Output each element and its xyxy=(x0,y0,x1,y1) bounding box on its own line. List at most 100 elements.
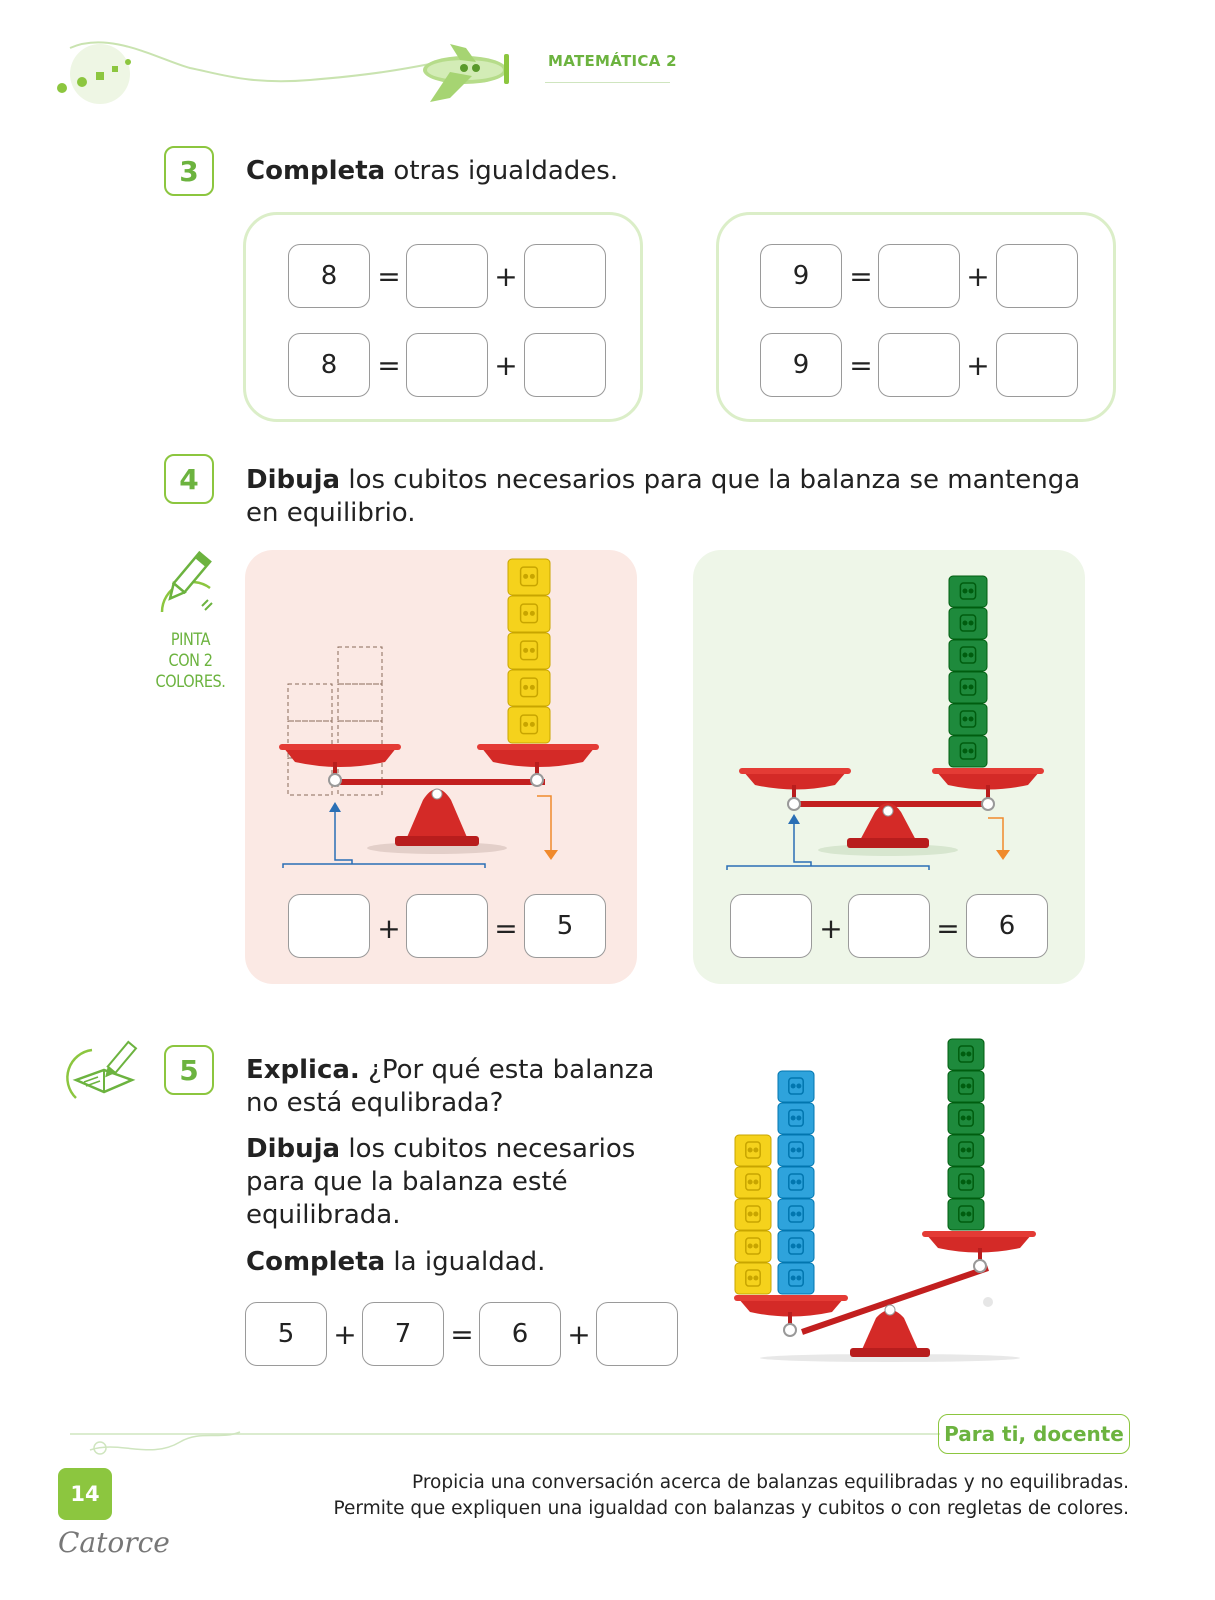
exercise-5-question: Explica. ¿Por qué esta balanza no está e… xyxy=(246,1054,686,1120)
given-number-box: 5 xyxy=(245,1302,327,1366)
exercise-4-text: los cubitos necesarios para que la balan… xyxy=(246,465,1081,528)
answer-box[interactable] xyxy=(878,244,960,308)
answer-box[interactable] xyxy=(878,333,960,397)
header-decoration xyxy=(57,41,509,104)
given-number-box: 7 xyxy=(362,1302,444,1366)
balance-scale-left xyxy=(279,558,599,868)
exercise-5-complete-text: la igualdad. xyxy=(385,1247,546,1277)
given-number-box: 8 xyxy=(288,244,370,308)
cube xyxy=(947,1070,985,1103)
cube xyxy=(777,1134,815,1167)
given-number-box: 9 xyxy=(760,333,842,397)
cube xyxy=(734,1230,772,1263)
cube xyxy=(948,703,988,736)
cube xyxy=(948,735,988,768)
cube xyxy=(777,1166,815,1199)
equals-sign: = xyxy=(377,260,401,293)
airplane-icon xyxy=(423,44,509,102)
cube xyxy=(734,1198,772,1231)
cube xyxy=(777,1198,815,1231)
addend-box[interactable] xyxy=(288,894,370,958)
pencil-icon xyxy=(160,550,213,613)
addend-box[interactable] xyxy=(406,894,488,958)
cube xyxy=(777,1102,815,1135)
equals-sign: = xyxy=(450,1318,474,1351)
teacher-note-line-2: Permite que expliquen una igualdad con b… xyxy=(333,1498,1129,1519)
plus-sign: + xyxy=(494,349,518,382)
given-number-box: 8 xyxy=(288,333,370,397)
cube xyxy=(948,639,988,672)
exercise-3-number: 3 xyxy=(164,146,214,196)
cube xyxy=(507,706,551,744)
plus-sign: + xyxy=(377,912,401,945)
plus-sign: + xyxy=(333,1318,357,1351)
exercise-3-instruction: Completa otras igualdades. xyxy=(246,155,618,188)
teacher-note-line-1: Propicia una conversación acerca de bala… xyxy=(412,1472,1129,1493)
exercise-4-instruction: Dibuja los cubitos necesarios para que l… xyxy=(246,464,1106,530)
yellow-cube-tower xyxy=(507,558,551,744)
answer-box[interactable] xyxy=(996,333,1078,397)
answer-box[interactable] xyxy=(524,333,606,397)
result-box: 6 xyxy=(966,894,1048,958)
answer-box[interactable] xyxy=(596,1302,678,1366)
cube xyxy=(947,1198,985,1231)
page-number-word: Catorce xyxy=(58,1526,170,1559)
exercise-5-question-text: ¿Por qué esta balanza no está equlibrada… xyxy=(246,1055,655,1118)
exercise-4-number: 4 xyxy=(164,454,214,504)
answer-box[interactable] xyxy=(524,244,606,308)
cube xyxy=(947,1134,985,1167)
exercise-3-verb: Completa xyxy=(246,156,386,186)
plus-sign: + xyxy=(819,912,843,945)
writing-notebook-icon xyxy=(66,1040,138,1099)
cube xyxy=(507,558,551,596)
cube xyxy=(507,595,551,633)
exercise-5-draw: Dibuja los cubitos necesarios para que l… xyxy=(246,1133,666,1232)
teacher-note-label: Para ti, docente xyxy=(938,1414,1130,1454)
cube xyxy=(777,1230,815,1263)
given-number-box: 9 xyxy=(760,244,842,308)
cube xyxy=(948,607,988,640)
cube xyxy=(507,632,551,670)
balance-scale-right xyxy=(726,575,1044,870)
equals-sign: = xyxy=(936,912,960,945)
paint-note: PINTA CON 2 COLORES. xyxy=(155,630,226,692)
green-cube-tower xyxy=(948,575,988,768)
answer-box[interactable] xyxy=(996,244,1078,308)
equals-sign: = xyxy=(849,349,873,382)
exercise-5-complete: Completa la igualdad. xyxy=(246,1246,545,1279)
header-rule xyxy=(545,82,670,83)
plus-sign: + xyxy=(966,349,990,382)
cube xyxy=(777,1262,815,1295)
cube xyxy=(734,1134,772,1167)
exercise-5-number: 5 xyxy=(164,1045,214,1095)
exercise-5-verb-completa: Completa xyxy=(246,1247,386,1277)
footer-decoration xyxy=(70,1431,940,1455)
addend-box[interactable] xyxy=(848,894,930,958)
cube xyxy=(948,671,988,704)
exercise-5-verb-dibuja: Dibuja xyxy=(246,1134,341,1164)
addend-box[interactable] xyxy=(730,894,812,958)
equals-sign: = xyxy=(849,260,873,293)
yellow-cube-tower xyxy=(734,1134,772,1295)
plus-sign: + xyxy=(966,260,990,293)
exercise-5-verb-explica: Explica. xyxy=(246,1055,360,1085)
equals-sign: = xyxy=(377,349,401,382)
page-number: 14 xyxy=(58,1468,112,1520)
green-cube-tower xyxy=(947,1038,985,1231)
plus-sign: + xyxy=(567,1318,591,1351)
teacher-note-text: Propicia una conversación acerca de bala… xyxy=(334,1470,1129,1522)
equals-sign: = xyxy=(494,912,518,945)
cube xyxy=(947,1038,985,1071)
answer-box[interactable] xyxy=(406,333,488,397)
cube xyxy=(507,669,551,707)
cube xyxy=(734,1166,772,1199)
blue-cube-tower xyxy=(777,1070,815,1295)
cube xyxy=(948,575,988,608)
unbalanced-scale xyxy=(734,1038,1036,1362)
result-box: 5 xyxy=(524,894,606,958)
exercise-5-draw-text: los cubitos necesarios para que la balan… xyxy=(246,1134,636,1230)
cube xyxy=(777,1070,815,1103)
plus-sign: + xyxy=(494,260,518,293)
answer-box[interactable] xyxy=(406,244,488,308)
exercise-3-text: otras igualdades. xyxy=(385,156,619,186)
